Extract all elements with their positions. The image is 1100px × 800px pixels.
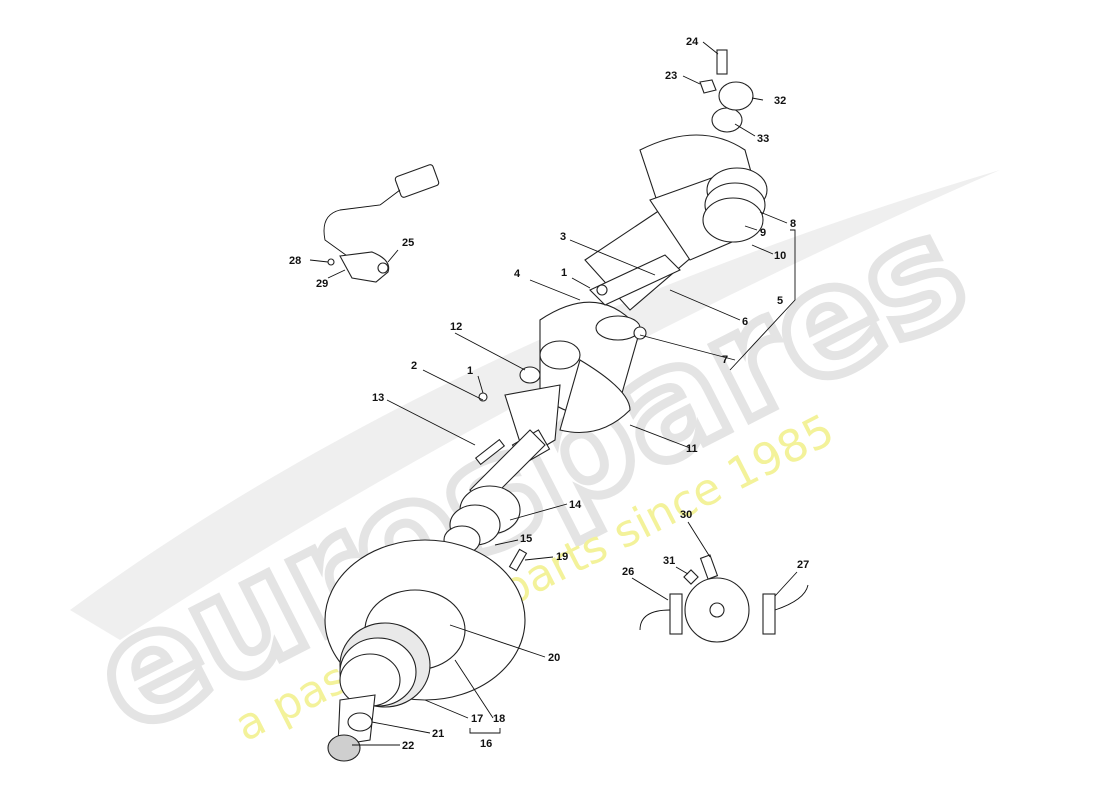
sprocket-bolt xyxy=(508,548,528,572)
sensor-right xyxy=(762,593,776,635)
conrod-bolt xyxy=(596,284,608,296)
callout-18: 18 xyxy=(493,713,505,725)
sensor-body xyxy=(339,251,390,283)
main-bearing-journal xyxy=(539,340,581,370)
callout-17: 17 xyxy=(471,713,483,725)
piston-ring-3 xyxy=(702,197,764,243)
watermark-brand: eurospares xyxy=(67,181,991,767)
callout-7: 7 xyxy=(722,354,728,366)
callout-5: 5 xyxy=(777,295,783,307)
conrod-assembly xyxy=(589,254,681,341)
callout-1: 1 xyxy=(467,365,473,377)
timing-wheel-bolt xyxy=(699,554,719,580)
callout-23: 23 xyxy=(665,70,677,82)
watermark-swoosh xyxy=(70,170,1000,640)
callout-13: 13 xyxy=(372,392,384,404)
callout-12: 12 xyxy=(450,321,462,333)
sensor-left-cable xyxy=(639,609,671,631)
pulley-washer xyxy=(347,712,373,732)
conrod-big-end xyxy=(595,315,641,341)
callout-31: 31 xyxy=(663,555,675,567)
crank-sensor-assembly xyxy=(323,164,440,283)
sensor-washer xyxy=(327,258,335,266)
timing-wheel-assembly xyxy=(639,554,809,643)
watermark: eurospares a passion for parts since 198… xyxy=(63,170,1000,772)
callout-22: 22 xyxy=(402,740,414,752)
callout-27: 27 xyxy=(797,559,809,571)
timing-sprocket-assembly xyxy=(443,485,528,572)
callout-8: 8 xyxy=(790,218,796,230)
piston-assembly xyxy=(649,167,768,261)
callout-32: 32 xyxy=(774,95,786,107)
timing-wheel-hub xyxy=(709,602,725,618)
crank-pulley-assembly xyxy=(324,539,526,762)
conrod-nut xyxy=(633,326,647,340)
callout-3: 3 xyxy=(560,231,566,243)
sensor-cable xyxy=(323,189,401,259)
callout-4: 4 xyxy=(514,268,521,280)
callout-11: 11 xyxy=(686,443,698,455)
sensor-left xyxy=(669,593,683,635)
thrust-washer xyxy=(519,366,541,384)
callout-24: 24 xyxy=(686,36,699,48)
callout-6: 6 xyxy=(742,316,748,328)
callout-15: 15 xyxy=(520,533,532,545)
callout-16: 16 xyxy=(480,738,492,750)
pilot-bearing-assembly xyxy=(699,49,754,133)
callout-14: 14 xyxy=(569,499,582,511)
pilot-bearing-circlip xyxy=(718,81,754,111)
callout-19: 19 xyxy=(556,551,568,563)
timing-wheel-washer xyxy=(683,569,699,585)
callout-33: 33 xyxy=(757,133,769,145)
leader-lines xyxy=(309,41,798,746)
crankshaft-counterweight xyxy=(559,359,631,434)
callout-21: 21 xyxy=(432,728,444,740)
flywheel-nut xyxy=(699,79,717,94)
sensor-connector xyxy=(394,164,440,198)
callouts: 24 23 32 33 8 9 10 5 6 7 3 4 1 12 1 2 13… xyxy=(289,36,809,752)
callout-29: 29 xyxy=(316,278,328,290)
pulley-bolt xyxy=(327,734,361,762)
key xyxy=(474,438,506,466)
callout-10: 10 xyxy=(774,250,786,262)
callout-26: 26 xyxy=(622,566,634,578)
conrod xyxy=(589,254,681,306)
crankshaft-front-nose xyxy=(504,384,561,459)
callout-20: 20 xyxy=(548,652,560,664)
callout-2: 2 xyxy=(411,360,417,372)
callout-1b: 1 xyxy=(561,267,567,279)
callout-30: 30 xyxy=(680,509,692,521)
flywheel-bolt xyxy=(716,49,728,75)
sensor-right-cable xyxy=(774,584,809,611)
callout-9: 9 xyxy=(760,227,766,239)
sensor-bolt-hole xyxy=(377,262,389,274)
callout-28: 28 xyxy=(289,255,301,267)
callout-25: 25 xyxy=(402,237,414,249)
pilot-bearing xyxy=(711,107,743,133)
